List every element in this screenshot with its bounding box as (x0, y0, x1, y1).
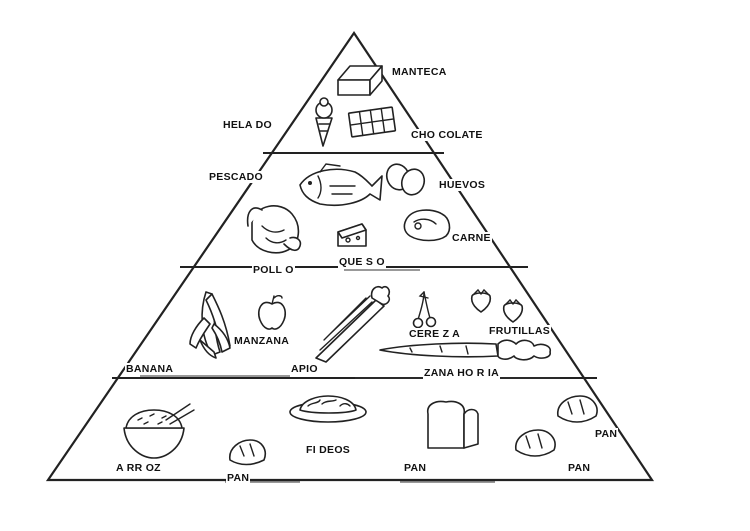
answer-lines (140, 269, 560, 483)
label-fideos: FI DEOS (305, 444, 352, 456)
label-carne: CARNE (451, 232, 492, 244)
label-arroz: A RR OZ (115, 462, 162, 474)
banana-icon (189, 291, 231, 359)
bread-roll-icon (229, 439, 266, 466)
strawberries-icon (470, 288, 524, 323)
meat-icon (403, 209, 451, 242)
label-pollo: POLL O (252, 264, 295, 276)
label-zanahoria: ZANA HO R IA (423, 367, 500, 379)
fish-icon (299, 163, 383, 207)
bread-loaf-icon (426, 400, 479, 449)
chicken-icon (246, 205, 302, 254)
label-queso: QUE S O (338, 256, 386, 268)
label-huevos: HUEVOS (438, 179, 487, 191)
label-chocolate: CHO COLATE (410, 129, 484, 141)
label-frutillas: FRUTILLAS (488, 325, 552, 337)
apple-icon (257, 295, 287, 330)
label-banana: BANANA (125, 363, 175, 375)
chocolate-icon (347, 106, 397, 138)
bread-roll-icon (515, 429, 556, 457)
label-pan-3: PAN (567, 462, 592, 474)
label-manzana: MANZANA (233, 335, 291, 347)
cherries-icon (412, 291, 437, 329)
label-cereza: CERE Z A (408, 328, 462, 340)
label-pescado: PESCADO (208, 171, 265, 183)
eggs-icon (385, 163, 426, 196)
label-helado: HELA DO (222, 119, 273, 131)
label-pan-1: PAN (226, 472, 251, 484)
rice-bowl-icon (123, 403, 195, 459)
label-apio: APIO (290, 363, 319, 375)
celery-icon (315, 285, 391, 363)
bread-roll-icon (557, 395, 598, 423)
ice-cream-icon (315, 97, 333, 147)
cheese-icon (337, 223, 367, 247)
label-pan-2: PAN (403, 462, 428, 474)
carrot-icon (379, 339, 552, 361)
noodles-plate-icon (289, 395, 367, 423)
butter-icon (337, 65, 383, 96)
label-manteca: MANTECA (391, 66, 448, 78)
label-pan-4: PAN (594, 428, 619, 440)
